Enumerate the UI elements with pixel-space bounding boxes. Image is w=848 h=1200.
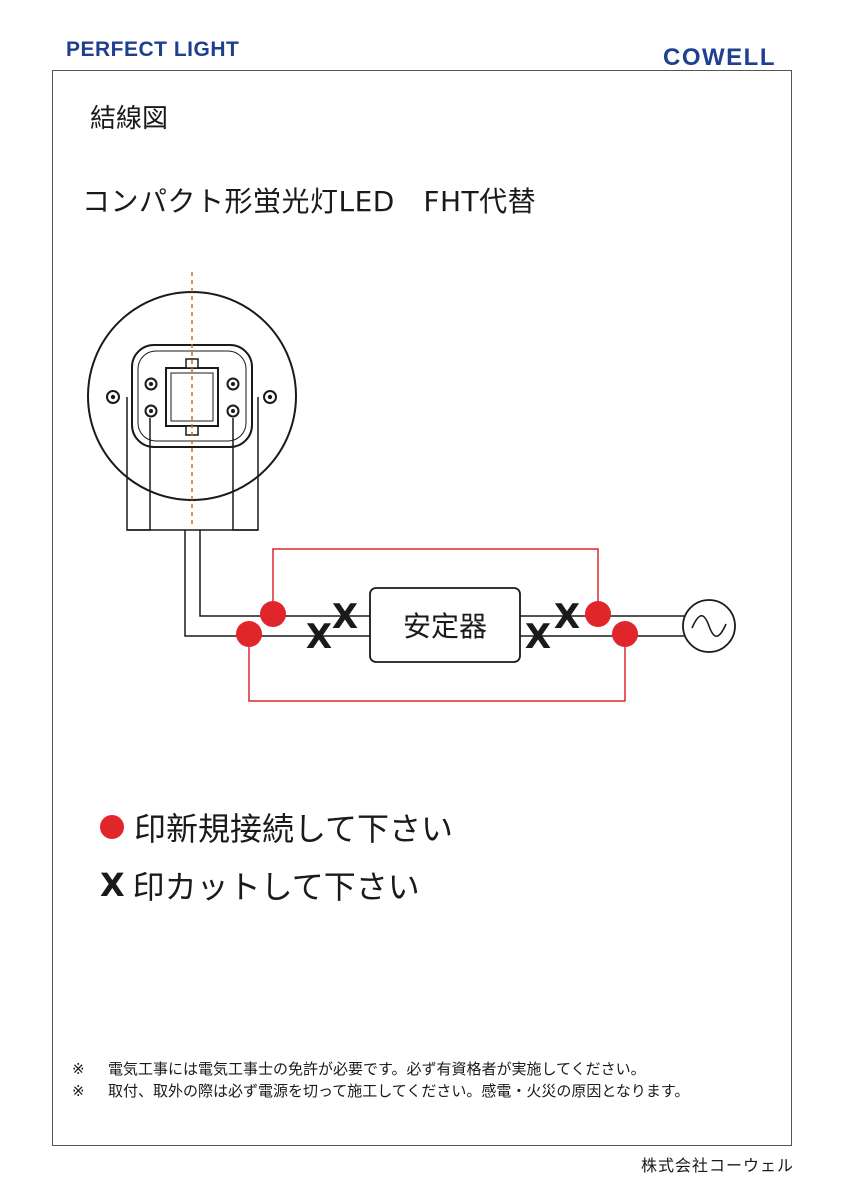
cut-mark-2: X [306, 617, 332, 657]
legend-cut: X 印カットして下さい [100, 862, 420, 908]
cut-mark-3: X [554, 597, 580, 637]
lamp-base-inner [170, 372, 214, 422]
new-connection-wires [248, 548, 626, 702]
note-1: ※ 電気工事には電気工事士の免許が必要です。必ず有資格者が実施してください。 [72, 1058, 689, 1080]
note-mark: ※ [72, 1060, 85, 1078]
ballast-box [369, 587, 521, 663]
note-mark: ※ [72, 1082, 85, 1100]
page-frame [52, 70, 792, 1146]
brand-perfect-light: PERFECT LIGHT [66, 38, 240, 61]
ac-wave [691, 614, 727, 638]
connection-dot-4 [612, 621, 638, 647]
page-title: 結線図 [90, 104, 169, 134]
page-subtitle: コンパクト形蛍光灯LED FHT代替 [82, 185, 537, 218]
legend-new-connection: 印新規接続して下さい [100, 804, 453, 850]
legend-dot-icon [100, 815, 124, 839]
connection-dot-2 [236, 621, 262, 647]
note-text: 取付、取外の際は必ず電源を切って施工してください。感電・火災の原因となります。 [108, 1082, 690, 1100]
legend-new-connection-text: 印新規接続して下さい [134, 810, 454, 848]
legend-cut-mark: X [100, 866, 125, 904]
notes: ※ 電気工事には電気工事士の免許が必要です。必ず有資格者が実施してください。 ※ 取… [72, 1058, 689, 1102]
legend-cut-text: 印カットして下さい [132, 868, 420, 906]
note-text: 電気工事には電気工事士の免許が必要です。必ず有資格者が実施してください。 [108, 1060, 646, 1078]
company-name: 株式会社コーウェル [640, 1156, 794, 1175]
ballast-label: 安定器 [403, 610, 487, 643]
note-2: ※ 取付、取外の際は必ず電源を切って施工してください。感電・火災の原因となります。 [72, 1080, 689, 1102]
cut-mark-1: X [332, 597, 358, 637]
socket-wires [126, 397, 273, 637]
connection-dot-3 [585, 601, 611, 627]
new-connection-points [236, 601, 638, 647]
connection-dot-1 [260, 601, 286, 627]
brand-cowell: COWELL [663, 44, 776, 71]
cut-mark-4: X [525, 617, 551, 657]
